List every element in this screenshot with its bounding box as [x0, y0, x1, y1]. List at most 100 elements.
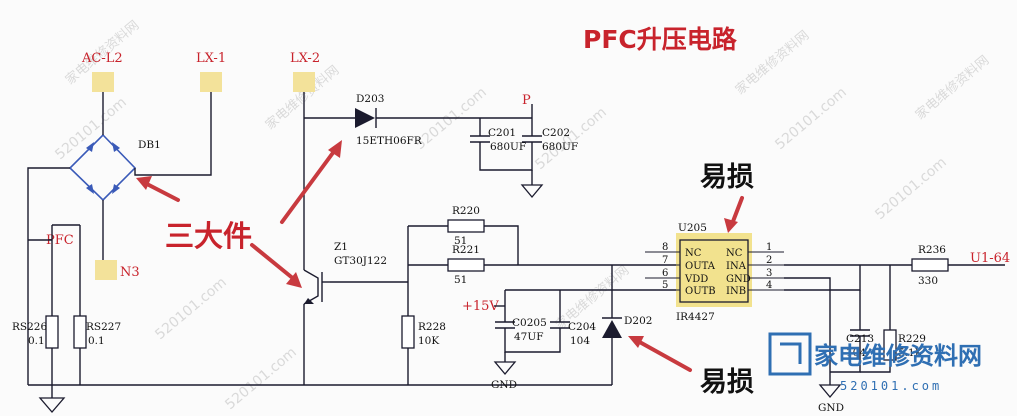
watermark-text: 520101.com: [152, 274, 230, 343]
c213-value: 104: [846, 347, 866, 359]
ic-pin-num: 7: [662, 255, 668, 266]
d203-label: D203: [356, 93, 384, 105]
watermark-text: 520101.com: [222, 344, 300, 413]
ic-pin-name: OUTB: [685, 286, 716, 297]
c204-value: 104: [570, 335, 590, 347]
logo-text-cn: 家电维修资料网: [814, 342, 982, 370]
ic-pin-name: INB: [726, 286, 746, 297]
db1-label: DB1: [138, 139, 161, 151]
ic-pin-num: 2: [766, 255, 772, 266]
r236-value: 330: [918, 275, 938, 287]
r221-value: 51: [454, 274, 467, 286]
wire: [479, 142, 533, 171]
r221-label: R221: [452, 244, 480, 256]
page-title: PFC升压电路: [583, 25, 738, 54]
r220-value: 51: [454, 235, 467, 247]
r228-value: 10K: [418, 335, 439, 347]
wire: [504, 328, 561, 353]
ic-right-pin-wires: [748, 251, 784, 291]
u205-label: U205: [678, 222, 707, 234]
resistor-r228: [401, 315, 415, 349]
rs226-label: RS226: [12, 321, 47, 333]
ground-symbol: [818, 384, 842, 399]
net-label-15v: +15V: [462, 299, 499, 314]
capacitor-c204: [550, 321, 570, 329]
ic-pin-name: GND: [726, 274, 751, 285]
ground-symbol: [493, 361, 517, 376]
gnd-label-2: GND: [818, 402, 844, 414]
ic-left-pin-wires: [645, 251, 680, 291]
watermark-text: 520101.com: [872, 154, 950, 223]
net-label-lx1: LX-1: [196, 51, 226, 66]
brand-logo: 家电维修资料网 520101.com: [768, 332, 982, 393]
ic-pin-num: 4: [766, 280, 772, 291]
d203-part: 15ETH06FR: [356, 135, 423, 147]
watermark-text: 520101.com: [772, 84, 850, 153]
net-label-n3: N3: [120, 265, 140, 280]
ground-symbol: [38, 397, 66, 413]
net-pad-lx2: [293, 72, 315, 92]
ic-pin-num: 8: [662, 242, 668, 253]
z1-label: Z1: [334, 241, 348, 253]
c0205-value: 47UF: [514, 331, 544, 343]
ic-pin-name: INA: [726, 261, 747, 272]
capacitor-c201: [470, 135, 490, 143]
resistor-r220: [447, 219, 485, 233]
igbt-z1: Z1 GT30J122: [303, 241, 387, 305]
ic-pin-num: 1: [766, 242, 772, 253]
net-label-pfc: PFC: [46, 233, 74, 248]
wire: [860, 360, 891, 373]
ground-symbol: [520, 184, 544, 199]
watermark-text: 家电维修资料网: [912, 52, 992, 123]
callout-arrows: [136, 140, 744, 372]
r228-label: R228: [418, 321, 446, 333]
rs226-value: 0.1: [28, 335, 45, 347]
resistor-r236: [911, 258, 949, 272]
rs227-label: RS227: [86, 321, 121, 333]
d202-label: D202: [624, 315, 652, 327]
wire: [134, 92, 212, 176]
r236-label: R236: [918, 244, 946, 256]
c201-value: 680UF: [490, 141, 526, 153]
c202-value: 680UF: [542, 141, 578, 153]
net-label-out: U1-64: [970, 251, 1010, 266]
c204-label: C204: [568, 321, 596, 333]
wire: [408, 225, 519, 265]
u205-part: IR4427: [676, 311, 715, 323]
rs227-value: 0.1: [88, 335, 105, 347]
resistor-rs227: [73, 315, 87, 349]
wire: [51, 360, 81, 385]
c0205-label: C0205: [512, 317, 547, 329]
diode-d202: [602, 320, 622, 338]
callout-three-parts: 三大件: [165, 219, 252, 253]
wire: [27, 167, 70, 385]
c201-label: C201: [488, 127, 516, 139]
r220-label: R220: [452, 205, 480, 217]
callout-fragile-diode: 易损: [700, 367, 754, 398]
net-pad-n3: [95, 260, 117, 280]
logo-url: 520101.com: [840, 379, 942, 393]
c202-label: C202: [542, 127, 570, 139]
logo-mark-icon: [768, 332, 812, 376]
wire: [479, 118, 533, 136]
ic-pin-num: 6: [662, 268, 668, 279]
ic-pin-name: NC: [685, 248, 702, 259]
watermark-text: 520101.com: [52, 94, 130, 163]
net-pad-ac-l2: [92, 72, 114, 92]
ic-pin-num: 3: [766, 268, 772, 279]
diode-d203: [355, 108, 375, 128]
r229-label: R229: [898, 333, 926, 345]
ic-pin-name: NC: [726, 248, 743, 259]
net-label-lx2: LX-2: [290, 51, 320, 66]
callout-fragile-ic: 易损: [700, 162, 754, 193]
resistor-r221: [447, 258, 485, 272]
c213-label: C213: [846, 333, 874, 345]
ic-u205-highlight: [676, 233, 752, 307]
watermark-text: 家电维修资料网: [732, 27, 812, 98]
net-label-ac-l2: AC-L2: [81, 51, 123, 66]
ic-u205-body: [679, 239, 749, 303]
ic-pin-name: VDD: [684, 274, 708, 285]
ic-pin-name: OUTA: [685, 261, 716, 272]
